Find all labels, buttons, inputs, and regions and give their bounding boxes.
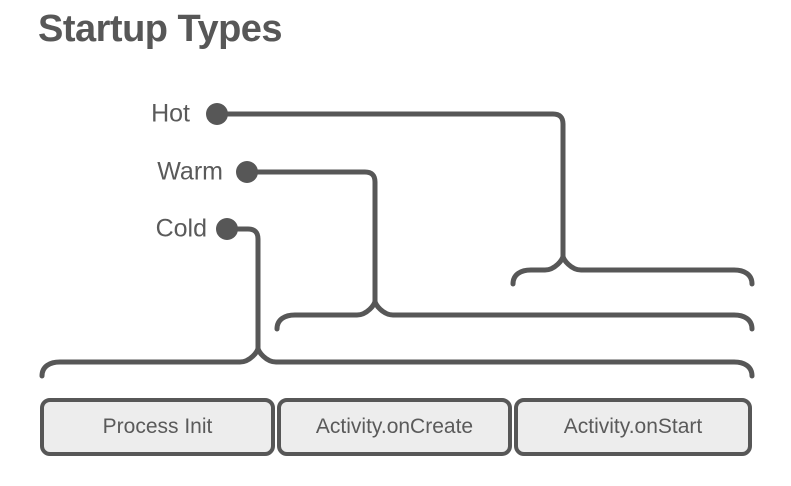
phase-box-label: Activity.onStart — [563, 415, 703, 438]
row-label-warm: Warm — [157, 157, 223, 186]
row-label-hot: Hot — [151, 99, 190, 128]
node-dot-hot — [206, 103, 228, 125]
brace-cold — [39, 345, 755, 379]
phase-box-label: Activity.onCreate — [315, 415, 474, 438]
connector-line-warm — [244, 169, 378, 304]
connector-line-hot — [214, 111, 566, 259]
phase-box-activity-onstart[interactable]: Activity.onStart — [514, 398, 752, 456]
row-label-cold: Cold — [155, 214, 207, 243]
brace-warm — [274, 298, 755, 332]
phase-box-process-init[interactable]: Process Init — [40, 398, 275, 456]
phase-box-activity-oncreate[interactable]: Activity.onCreate — [277, 398, 512, 456]
page-title: Startup Types — [38, 8, 283, 50]
phase-box-label: Process Init — [102, 415, 213, 438]
node-dot-warm — [236, 161, 258, 183]
connector-line-cold — [224, 226, 261, 351]
node-dot-cold — [216, 218, 238, 240]
brace-hot — [510, 253, 755, 287]
